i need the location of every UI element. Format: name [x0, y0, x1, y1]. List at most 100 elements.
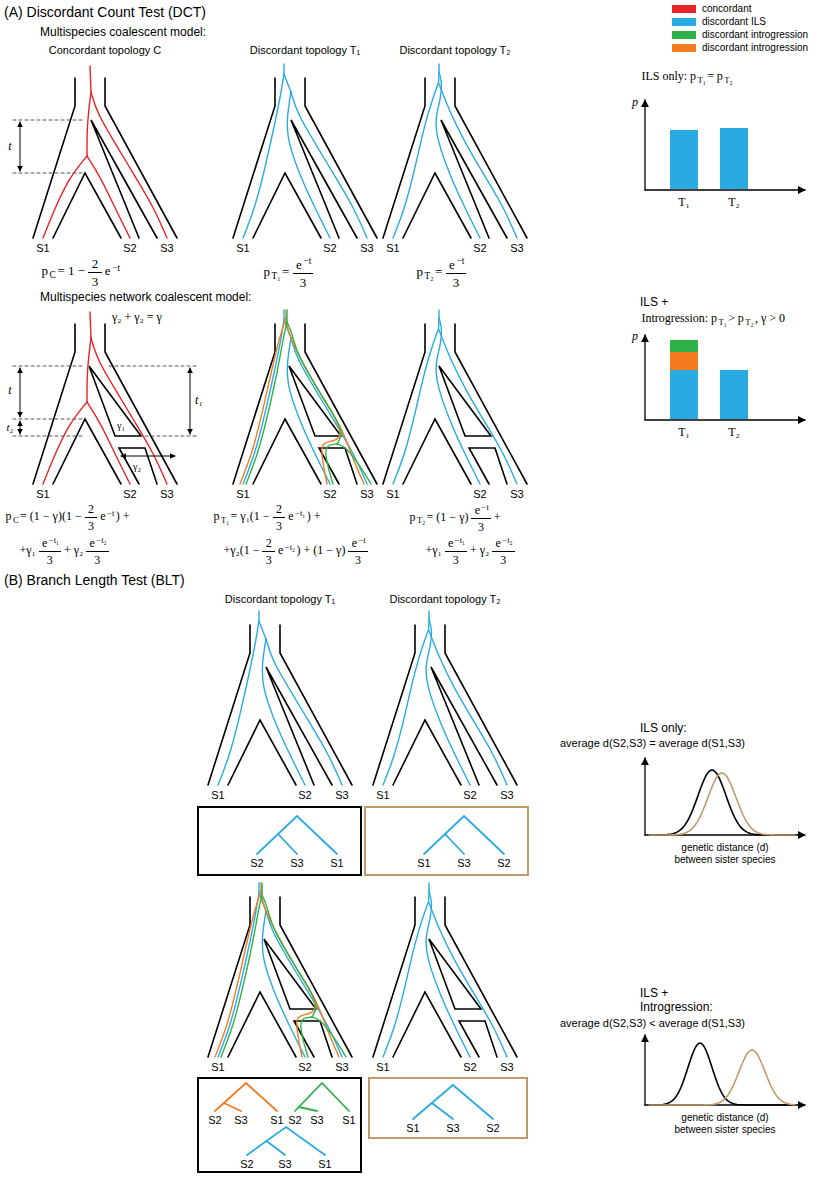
leaf-label: S3: [310, 1115, 323, 1126]
leaf-label: S3: [160, 242, 173, 255]
formula-term: 2: [266, 536, 272, 550]
formula-term: 3: [94, 553, 100, 567]
formula-term: p: [264, 264, 271, 279]
leaf-label: S2: [486, 1123, 499, 1134]
gene-lineage: [286, 318, 323, 398]
leaf-label: S2: [473, 488, 486, 501]
tree-outline: [289, 366, 341, 436]
leaf-label: S1: [236, 242, 249, 255]
panel-label: Multispecies coalescent model:: [40, 26, 206, 40]
gene-lineage: [439, 330, 517, 484]
leaf-label: S1: [417, 858, 430, 869]
leaf-label: S1: [406, 1123, 419, 1134]
denominator: 3: [88, 273, 102, 288]
denominator: 3: [445, 552, 467, 566]
formula-term: = 1 −: [57, 263, 85, 278]
guide-line: [109, 366, 197, 367]
guide-line: [13, 120, 83, 121]
formula-term: + γ₂: [470, 543, 489, 557]
tree-outline: [445, 897, 517, 1057]
formula-term: T₂: [425, 271, 434, 281]
gene-lineage: [221, 895, 262, 1057]
gene-tree-box: S1S3S2: [368, 1077, 528, 1139]
denominator: 3: [273, 518, 286, 532]
gene-lineage: [262, 895, 268, 911]
formula-term: =: [435, 264, 442, 279]
leaf-label: S1: [342, 1115, 355, 1126]
gene-lineage: [439, 84, 517, 238]
gene-tree-box: S1S3S2: [364, 806, 529, 876]
leaf-label: S3: [278, 1159, 291, 1170]
tree-outline: [455, 324, 527, 484]
formula-term: 3: [355, 553, 361, 567]
formula-term: 3: [88, 519, 94, 533]
formula-term: T₁: [718, 317, 726, 327]
distribution-curve: [649, 1043, 795, 1105]
legend-row: discordant ILS: [672, 17, 766, 27]
formula-term: 3: [453, 275, 460, 290]
numerator: e−t: [293, 257, 314, 274]
gene-lineage: [261, 883, 262, 895]
tree-outline: [89, 366, 141, 436]
fraction: 23: [262, 537, 275, 566]
gene-tree: [278, 834, 297, 854]
formula-term: e: [448, 536, 453, 550]
length-arrow: [20, 421, 21, 434]
formula-term: 2: [92, 256, 99, 271]
formula-term: 3: [300, 275, 307, 290]
numerator: e−t: [471, 503, 490, 519]
panel-label: Multispecies network coalescent model:: [40, 291, 251, 305]
axis-label: T₁: [678, 196, 690, 210]
formula-term: +γ₂(1 −: [223, 543, 259, 557]
tree-outline: [445, 625, 517, 785]
gene-tree: [215, 1083, 277, 1111]
note: Introgression:: [640, 1001, 713, 1015]
tree-title: Discordant topology T₁: [250, 44, 361, 57]
tree-outline: [291, 120, 357, 238]
axis-label: T₂: [728, 426, 740, 440]
formula-term: p: [717, 69, 723, 83]
gene-tree: [424, 816, 504, 854]
y-axis: [644, 335, 645, 420]
section-heading: (B) Branch Length Test (BLT): [4, 572, 185, 588]
gene-lineage: [337, 444, 371, 484]
formula-term: +γ₁: [425, 543, 441, 557]
axis-label: T₁: [678, 426, 690, 440]
branch-label: t: [8, 140, 11, 154]
fraction: e−t3: [471, 503, 490, 533]
tree-outline: [393, 992, 461, 1057]
formula-term: T₂: [417, 515, 425, 525]
leaf-label: S2: [250, 858, 263, 869]
numerator: e−t: [348, 536, 367, 552]
leaf-label: S1: [376, 789, 389, 802]
gene-lineage: [266, 911, 342, 1057]
tree-title: Concordant topology C: [49, 44, 162, 57]
tree-outline: [305, 324, 377, 484]
guide-line: [13, 366, 83, 367]
gene-lineage: [43, 402, 87, 484]
fraction: 23: [273, 503, 286, 532]
branch-label: t: [8, 384, 11, 398]
leaf-label: S2: [208, 1115, 221, 1126]
leaf-label: S1: [386, 488, 399, 501]
fraction: 23: [85, 503, 98, 532]
leaf-label: S3: [234, 1115, 247, 1126]
tree-outline: [383, 324, 425, 484]
formula: pT₂=e−t3: [415, 257, 468, 289]
tree-outline: [53, 419, 121, 484]
gene-lineage: [258, 883, 259, 893]
leaf-label: S1: [330, 858, 343, 869]
formula-term: =: [707, 69, 714, 83]
legend-text: discordant introgression: [702, 29, 808, 40]
legend-text: concordant: [702, 3, 751, 14]
formula: pC= (1 − γ)(1 −23e−t) +: [4, 503, 131, 532]
branch-label: t₁: [195, 394, 203, 408]
gene-lineage: [218, 621, 259, 785]
formula-term: , γ > 0: [755, 311, 785, 325]
formula: +γ₁e−t₁3+ γ₂e−t₂3: [424, 536, 516, 566]
tree-outline: [228, 992, 296, 1057]
leaf-label: S2: [298, 1061, 311, 1074]
fraction: 23: [88, 257, 102, 288]
